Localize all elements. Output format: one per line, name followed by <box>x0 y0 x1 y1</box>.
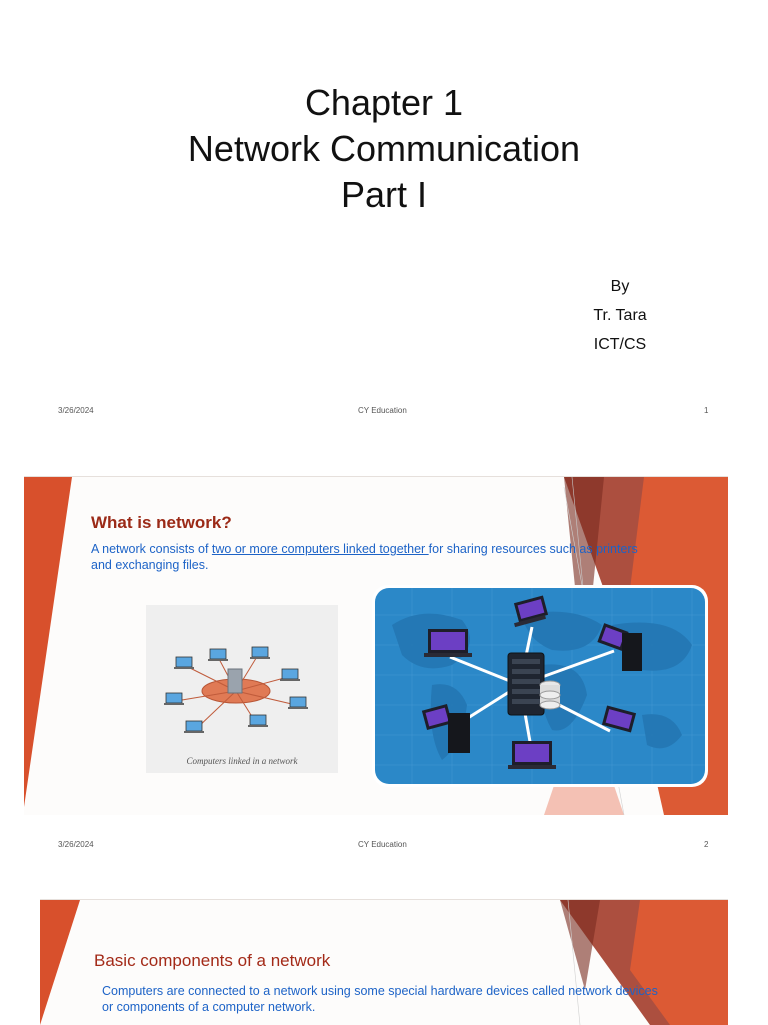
footer-date: 3/26/2024 <box>58 406 94 415</box>
slide-body-text: Computers are connected to a network usi… <box>102 984 658 1014</box>
body-text-link: two or more computers linked together <box>211 542 429 556</box>
slide-heading: What is network? <box>91 513 232 532</box>
left-accent-wedge <box>24 477 72 807</box>
network-illustration-small: Computers linked in a network <box>146 605 338 773</box>
server-rack-icon <box>507 652 545 716</box>
footer-page-number: 2 <box>704 840 709 849</box>
right-panel-shadow <box>564 477 604 677</box>
body-text-prefix: A network consists of <box>91 542 212 556</box>
slide-body-text: A network consists of two or more comput… <box>91 541 651 573</box>
laptop-icons <box>424 595 637 769</box>
left-accent-wedge <box>40 900 80 1025</box>
body-text-suffix: for sharing resources such as printers a… <box>91 542 638 572</box>
title-line-3: Part I <box>340 174 428 215</box>
network-hub-diagram <box>372 585 708 787</box>
title-line-1: Chapter 1 <box>304 82 464 123</box>
footer-org: CY Education <box>358 840 407 849</box>
slide-what-is-network: What is network? A network consists of t… <box>24 476 728 815</box>
linked-computers-diagram <box>164 646 308 733</box>
footer-page-number: 1 <box>704 406 709 415</box>
byline-by: By <box>610 278 630 295</box>
desktop-icons <box>421 623 642 753</box>
byline: By Tr. Tara ICT/CS <box>560 272 680 359</box>
footer-date: 3/26/2024 <box>58 840 94 849</box>
slide-heading: Basic components of a network <box>94 951 331 970</box>
footer-org: CY Education <box>358 406 407 415</box>
title-line-2: Network Communication <box>187 128 581 169</box>
byline-dept: ICT/CS <box>593 336 647 353</box>
right-panel-orange <box>630 900 728 1025</box>
slide-basic-components: Basic components of a network Computers … <box>40 899 728 1025</box>
page-title: Chapter 1 Network Communication Part I <box>0 80 768 218</box>
server-icon <box>227 668 243 694</box>
image-caption: Computers linked in a network <box>186 756 298 766</box>
network-illustration-large <box>372 585 708 787</box>
byline-author: Tr. Tara <box>593 307 647 324</box>
slide-decoration <box>40 900 728 1025</box>
database-icon <box>539 680 561 710</box>
